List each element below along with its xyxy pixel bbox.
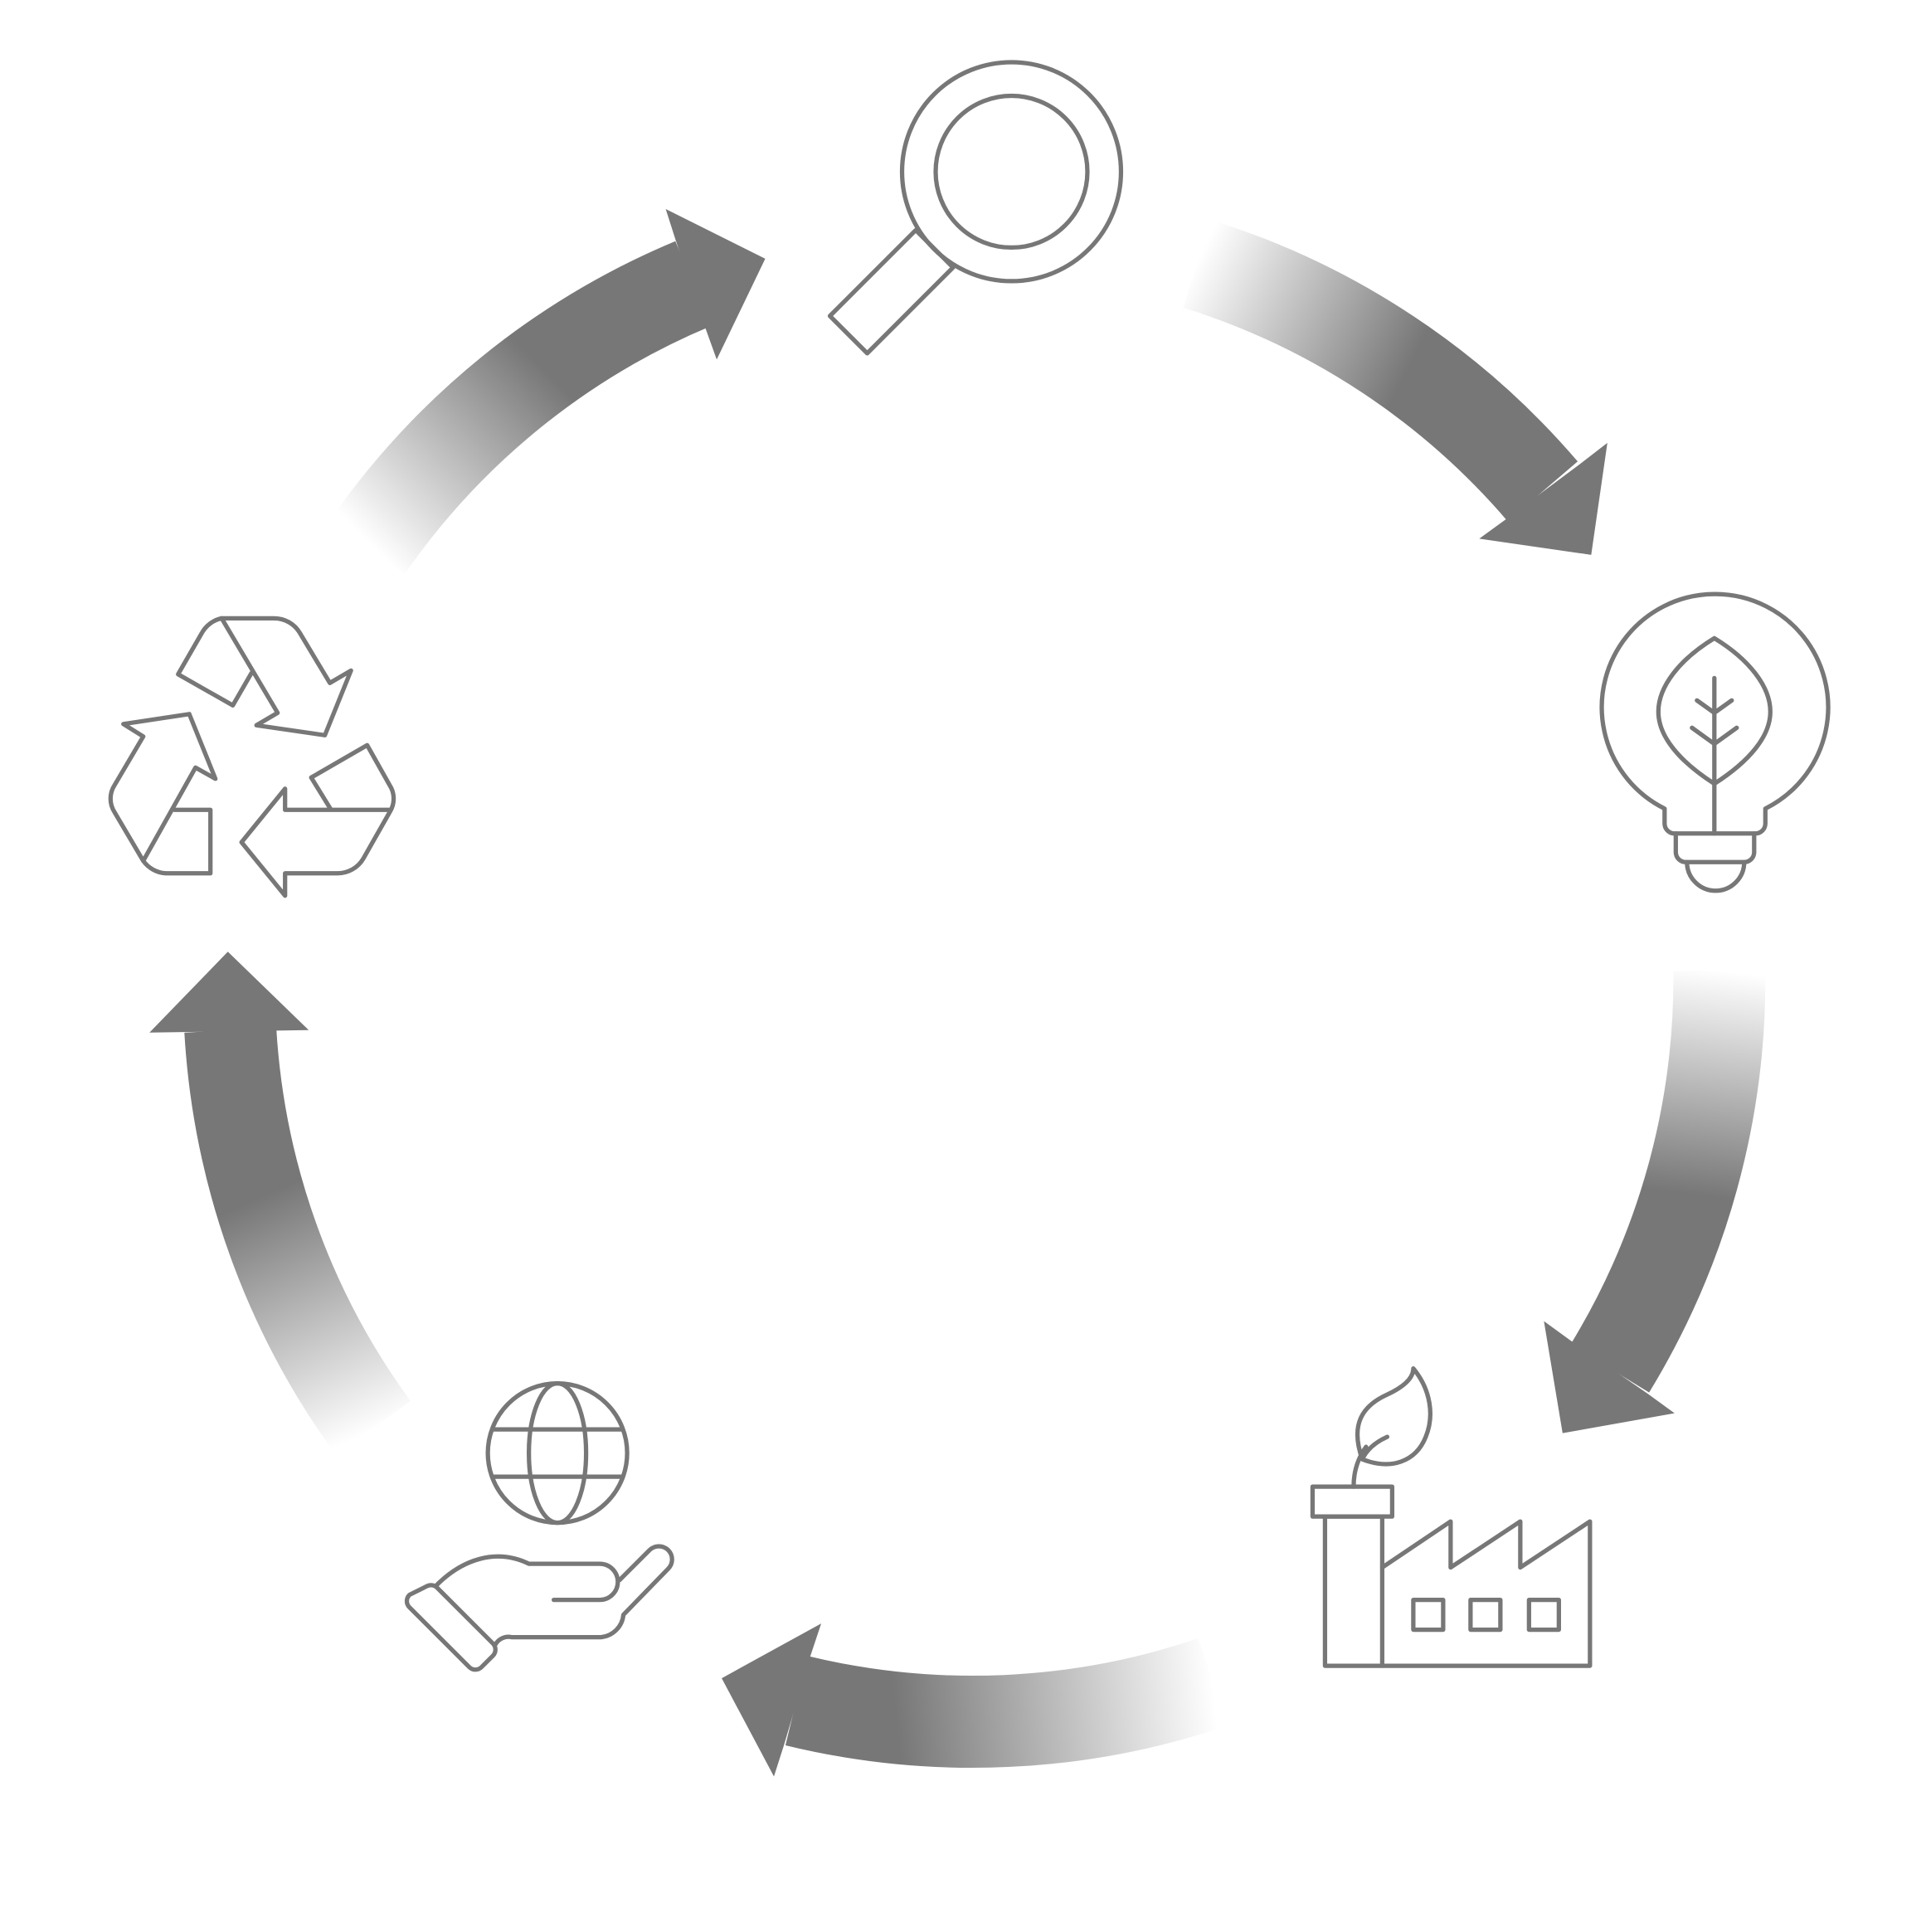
arrow-globe-to-recycle [149, 951, 411, 1456]
arrow-magnifier-to-lightbulb [1183, 219, 1608, 555]
recycle-icon [108, 616, 396, 898]
globe-in-hand-icon [404, 1381, 674, 1672]
magnifier-icon [827, 60, 1124, 356]
arrow-lightbulb-to-factory [1544, 970, 1766, 1433]
arrow-factory-to-globe [722, 1623, 1228, 1777]
lightbulb-leaf-icon [1599, 591, 1831, 893]
eco-factory-icon [1310, 1366, 1593, 1668]
arrow-recycle-to-magnifier [329, 208, 766, 574]
